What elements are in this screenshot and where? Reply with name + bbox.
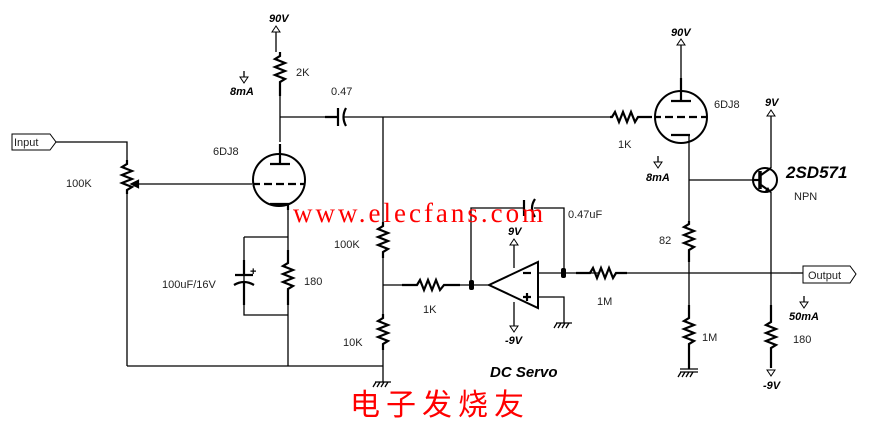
current-label: 8mA	[230, 86, 254, 98]
supply-label: -9V	[505, 335, 524, 347]
output-port: Output	[791, 265, 857, 284]
resistor-82	[681, 221, 697, 262]
wire-opamp-plus	[538, 296, 565, 323]
r-1m-ground-label: 1M	[702, 332, 717, 344]
ground-icon	[553, 322, 572, 329]
r-div-bottom-label: 10K	[343, 337, 363, 349]
capacitor-0-47uf	[522, 198, 536, 218]
junction-dot	[561, 268, 566, 278]
supply-label: -9V	[763, 380, 782, 392]
supply-9v-transistor: 9V	[765, 97, 780, 168]
input-port: Input	[11, 133, 57, 151]
capacitor-0-47	[325, 107, 360, 127]
resistor-10k-divider	[375, 314, 391, 350]
input-port-label: Input	[14, 137, 38, 149]
supply-90v-1: 90V	[269, 13, 290, 52]
ground-icon	[372, 381, 391, 388]
output-port-label: Output	[808, 270, 841, 282]
resistor-1k-grid	[610, 109, 652, 125]
supply-label: 9V	[765, 97, 780, 109]
r-cathode-label: 180	[304, 276, 322, 288]
supply-90v-2: 90V	[671, 27, 692, 78]
capacitor-100uf: +	[233, 260, 256, 305]
r-servo-in-label: 1K	[423, 304, 437, 316]
c-cathode-label: 100uF/16V	[162, 279, 216, 291]
r-plate-label: 2K	[296, 67, 310, 79]
r-div-top-label: 100K	[334, 239, 360, 251]
resistor-180-emitter	[763, 305, 779, 368]
tube-6dj8-1	[252, 144, 306, 210]
resistor-1m-servo-out	[576, 265, 627, 281]
supply-neg9v-transistor: -9V	[763, 369, 782, 392]
r-servo-out-label: 1M	[597, 296, 612, 308]
current-indicator-50ma: 50mA	[789, 296, 819, 323]
supply-label: 90V	[671, 27, 692, 39]
resistor-2k	[272, 52, 288, 96]
r-emitter-label: 180	[793, 334, 811, 346]
resistor-180-cathode	[280, 250, 296, 366]
wire-integrator	[470, 207, 565, 280]
watermark-cn: 电子发烧友	[350, 388, 530, 421]
c-integrator-label: 0.47uF	[568, 209, 603, 221]
watermark-url: www.elecfans.com	[293, 198, 546, 228]
potentiometer-100k	[119, 160, 140, 366]
ground-icon	[677, 368, 698, 378]
supply-label: 9V	[508, 226, 523, 238]
pot-label: 100K	[66, 178, 92, 190]
supply-9v-opamp: 9V	[508, 226, 523, 268]
current-label: 8mA	[646, 172, 670, 184]
current-label: 50mA	[789, 311, 819, 323]
junction-dot	[469, 280, 474, 290]
resistor-1m-ground	[681, 305, 697, 369]
transistor-type-label: NPN	[794, 191, 817, 203]
tube-6dj8-2	[654, 78, 708, 144]
supply-neg9v-opamp: -9V	[505, 302, 524, 347]
resistor-1k-servo	[402, 277, 460, 293]
r-grid-label: 1K	[618, 139, 632, 151]
tube1-label: 6DJ8	[213, 146, 239, 158]
svg-text:+: +	[250, 266, 256, 278]
wire-input	[56, 141, 128, 160]
c-coupling-label: 0.47	[331, 86, 352, 98]
transistor-npn	[752, 167, 778, 193]
tube2-label: 6DJ8	[714, 99, 740, 111]
supply-label: 90V	[269, 13, 290, 25]
r-82-label: 82	[659, 235, 671, 247]
current-indicator-8ma-1: 8mA	[230, 71, 254, 98]
transistor-label: 2SD571	[785, 163, 847, 182]
resistor-100k-divider	[375, 222, 391, 258]
dc-servo-title: DC Servo	[490, 364, 558, 381]
opamp	[486, 260, 539, 310]
current-indicator-8ma-2: 8mA	[646, 156, 670, 184]
